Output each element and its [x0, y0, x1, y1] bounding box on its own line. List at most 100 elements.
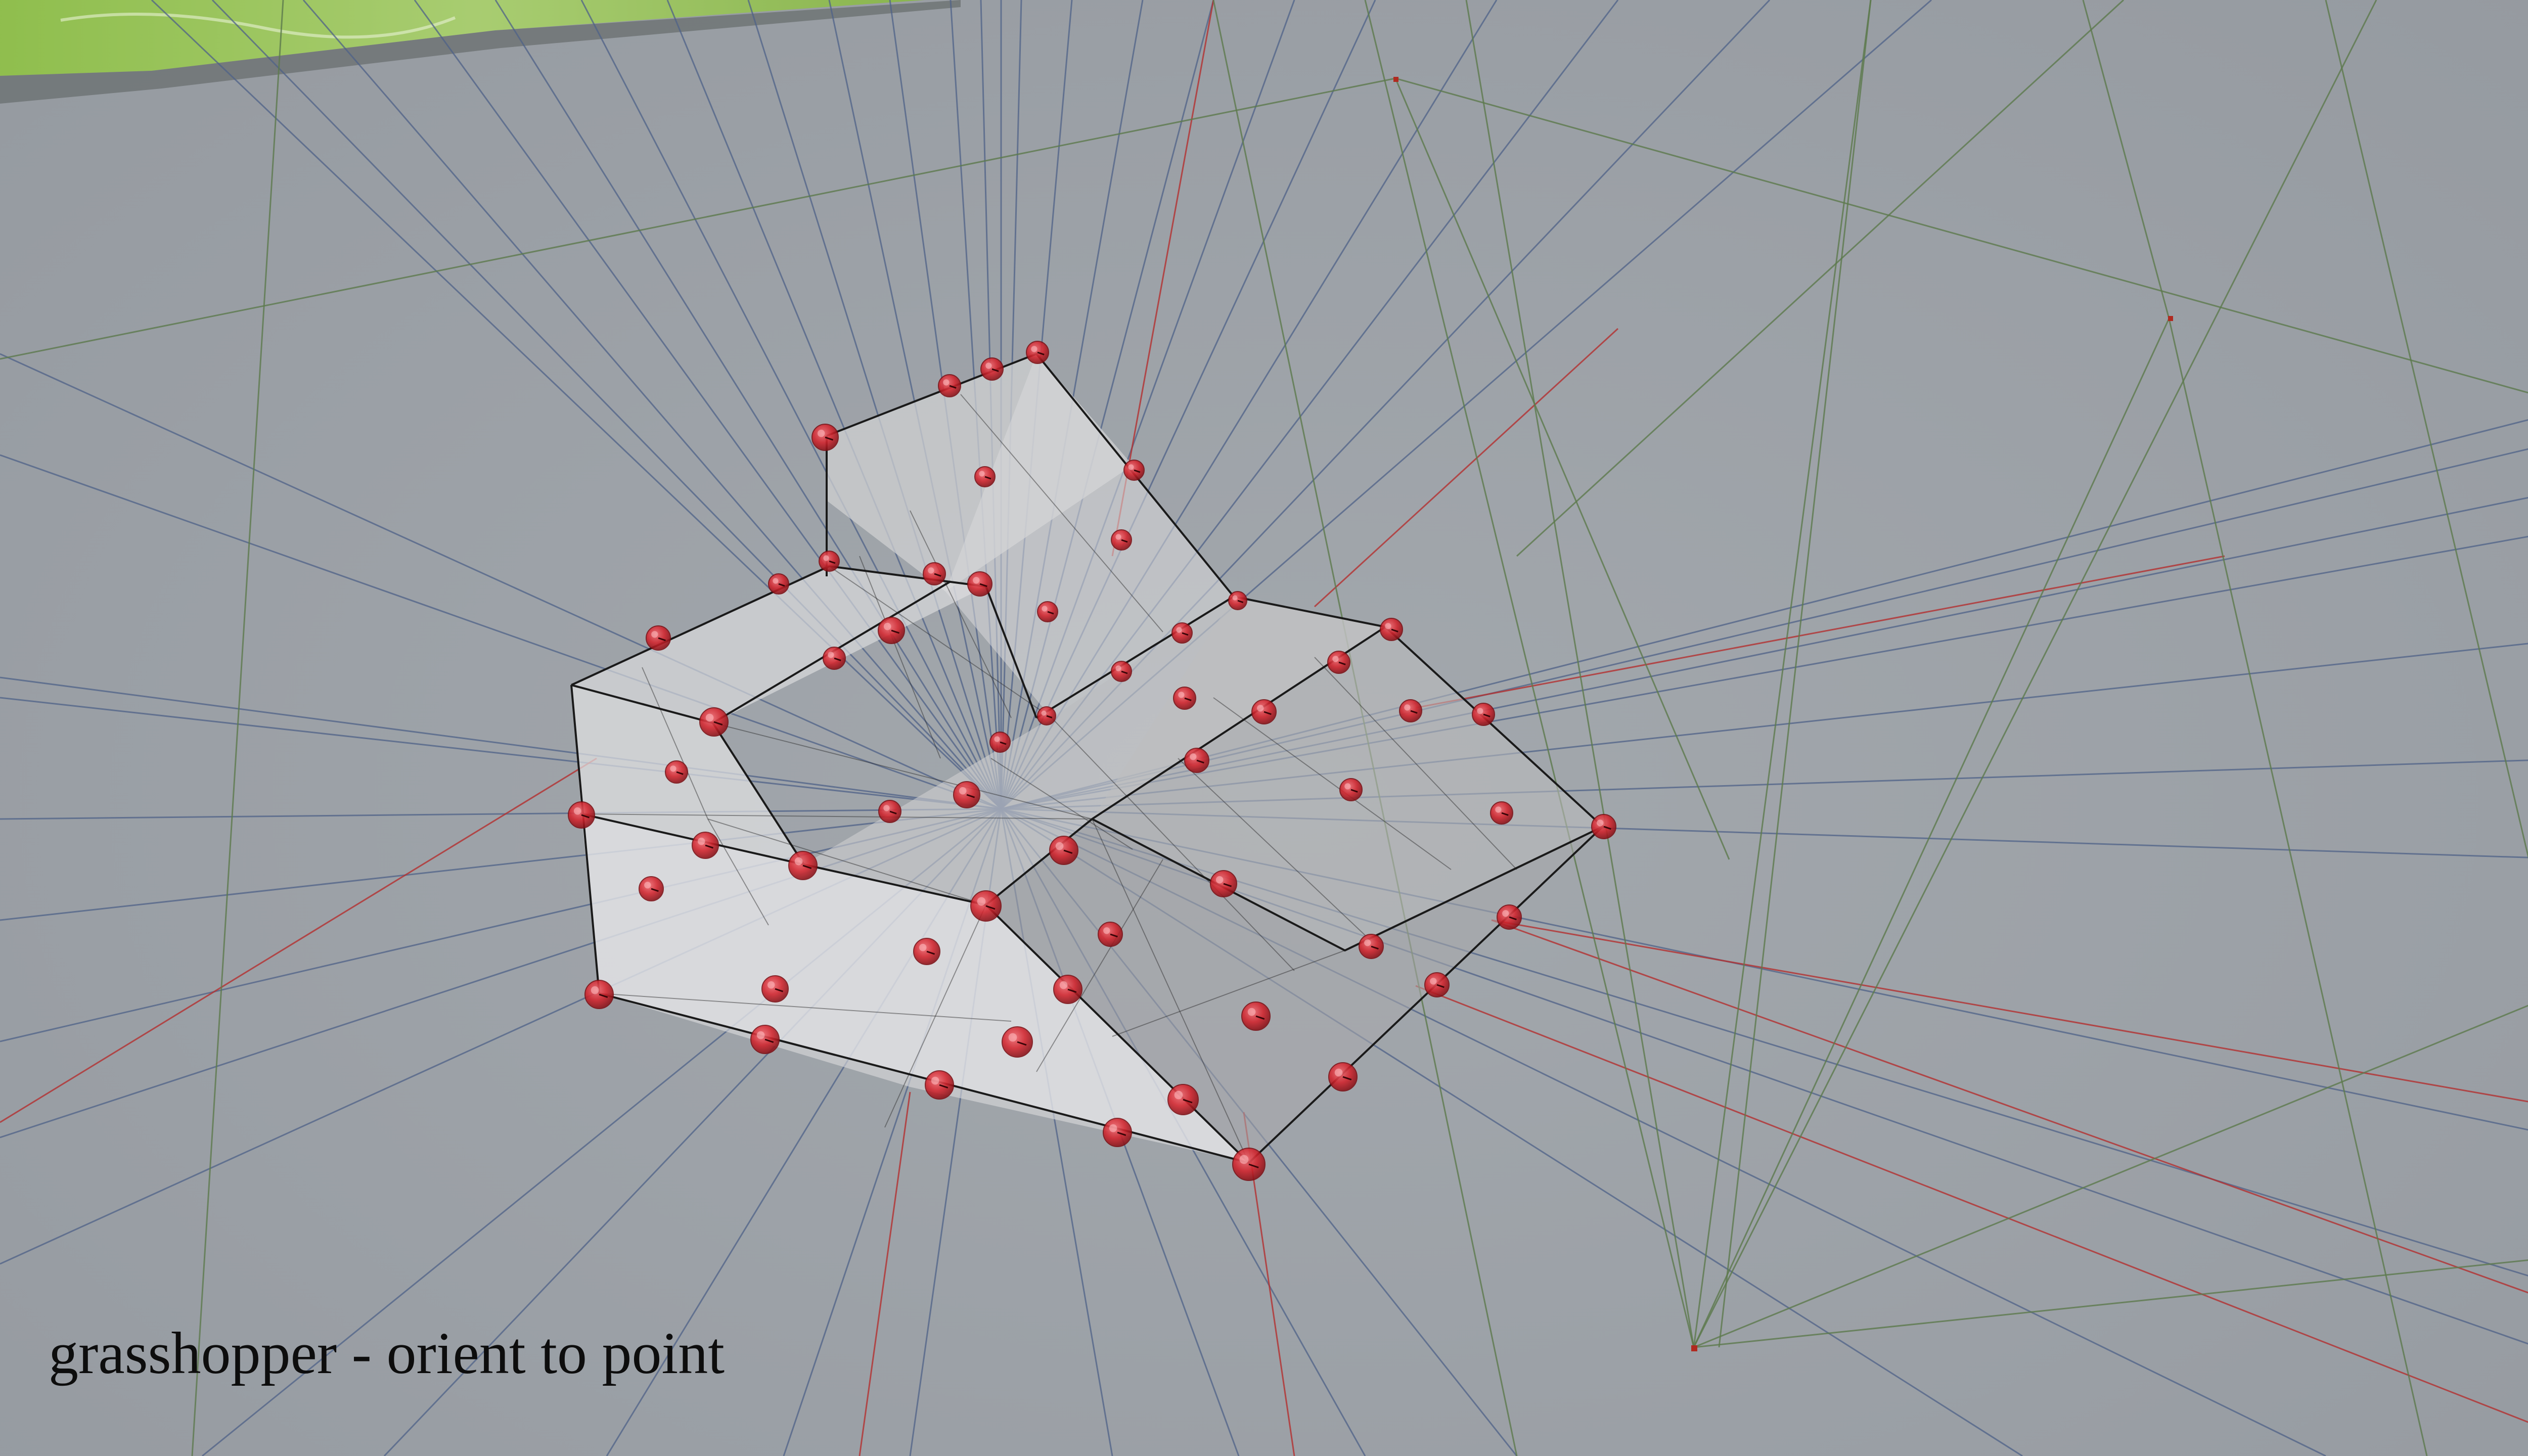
orient-point-marker[interactable]	[1053, 975, 1082, 1004]
orient-point-marker[interactable]	[1123, 460, 1145, 481]
mesh-wire	[1036, 859, 1163, 1072]
orientation-line	[151, 0, 1002, 810]
orient-point-marker[interactable]	[1339, 778, 1363, 801]
orient-point-marker[interactable]	[878, 800, 901, 823]
highlighted-line	[1415, 985, 2528, 1423]
orient-point-marker[interactable]	[1380, 618, 1403, 641]
anchor-points	[1393, 77, 2173, 1351]
orient-point-marker[interactable]	[639, 876, 664, 901]
orient-point-marker[interactable]	[1173, 687, 1196, 710]
mesh-wire	[1051, 717, 1295, 971]
orient-point-marker[interactable]	[788, 851, 818, 880]
orient-point-marker[interactable]	[1171, 622, 1193, 644]
highlighted-line	[1314, 328, 1619, 608]
orient-point-marker[interactable]	[1399, 699, 1422, 722]
mesh-wire	[1092, 818, 1249, 1163]
orient-point-marker[interactable]	[646, 625, 671, 651]
orient-point-marker[interactable]	[989, 732, 1011, 753]
caption-title: grasshopper - orient to point	[49, 1320, 725, 1386]
orient-point-marker[interactable]	[1228, 591, 1247, 610]
mesh-wire	[1112, 950, 1345, 1037]
construction-line	[1364, 0, 1695, 1348]
construction-line	[1693, 1005, 2528, 1348]
orient-point-marker[interactable]	[938, 374, 961, 397]
orient-point-marker[interactable]	[980, 357, 1004, 381]
orient-point-marker[interactable]	[878, 617, 905, 644]
anchor-point	[1691, 1345, 1697, 1351]
highlighted-line	[1415, 555, 2225, 709]
orient-point-marker[interactable]	[584, 980, 614, 1009]
mesh-wire	[707, 818, 986, 905]
orientation-line	[494, 0, 1002, 809]
orient-point-marker[interactable]	[692, 832, 719, 859]
highlighted-line	[1491, 919, 2528, 1103]
mesh-face	[581, 814, 1249, 1163]
orient-point-marker[interactable]	[923, 562, 946, 585]
orientation-line	[0, 676, 1002, 810]
orient-point-marker[interactable]	[1111, 661, 1132, 682]
orientation-line	[211, 0, 1002, 810]
orient-point-marker[interactable]	[1359, 934, 1384, 959]
orient-point-marker[interactable]	[1251, 699, 1277, 724]
orient-point-marker[interactable]	[1497, 904, 1522, 930]
orient-point-marker[interactable]	[768, 573, 789, 595]
orient-point-marker[interactable]	[819, 551, 840, 572]
construction-line	[0, 77, 1396, 360]
orient-point-marker[interactable]	[953, 781, 980, 808]
construction-line	[1693, 0, 2377, 1348]
orient-point-marker[interactable]	[1210, 870, 1237, 897]
mesh-wire	[642, 667, 708, 820]
mesh-wire	[1213, 697, 1452, 870]
mesh-wire	[910, 510, 1012, 718]
orient-point-marker[interactable]	[1591, 814, 1616, 839]
orient-point-marker[interactable]	[1167, 1084, 1199, 1115]
orient-point-marker[interactable]	[1241, 1002, 1271, 1031]
mesh-wire	[581, 813, 1093, 820]
orient-point-marker[interactable]	[925, 1070, 954, 1100]
construction-line	[1718, 0, 1872, 1348]
orient-point-marker[interactable]	[750, 1025, 780, 1054]
orient-point-marker[interactable]	[1026, 341, 1049, 364]
orient-point-marker[interactable]	[823, 647, 846, 670]
mesh-geometry[interactable]	[570, 353, 1604, 1164]
construction-line	[2168, 318, 2428, 1456]
orient-point-marker[interactable]	[665, 760, 688, 784]
orient-point-marker[interactable]	[1327, 651, 1350, 674]
orient-point-marker[interactable]	[1098, 922, 1123, 947]
mesh-face	[986, 819, 1603, 1163]
orient-point-marker[interactable]	[761, 975, 789, 1003]
mesh-wire	[990, 758, 1133, 850]
orient-points[interactable]	[568, 341, 1616, 1181]
orient-point-marker[interactable]	[1049, 836, 1078, 865]
orient-point-marker[interactable]	[1002, 1026, 1033, 1058]
orient-point-marker[interactable]	[1472, 703, 1495, 726]
construction-line	[2082, 0, 2170, 319]
orient-point-marker[interactable]	[1184, 748, 1209, 773]
orient-point-marker[interactable]	[568, 801, 595, 829]
orient-point-marker[interactable]	[967, 571, 992, 597]
orient-point-marker[interactable]	[970, 890, 1002, 922]
construction-line	[1465, 0, 1695, 1348]
orient-point-marker[interactable]	[1490, 801, 1513, 825]
orient-point-marker[interactable]	[913, 938, 940, 965]
orient-point-marker[interactable]	[1103, 1118, 1132, 1147]
orient-point-marker[interactable]	[1328, 1062, 1358, 1091]
orientation-line	[0, 454, 1002, 810]
orient-point-marker[interactable]	[699, 707, 729, 737]
construction-line	[1693, 1259, 2528, 1348]
orientation-line	[414, 0, 1002, 809]
mesh-edge	[1035, 596, 1235, 719]
mesh-wire	[859, 556, 941, 759]
orientation-line	[580, 0, 1002, 809]
orientation-line	[0, 808, 1002, 820]
orient-point-marker[interactable]	[811, 424, 839, 451]
orient-point-marker[interactable]	[1111, 529, 1132, 551]
orient-point-marker[interactable]	[1232, 1148, 1266, 1181]
orient-point-marker[interactable]	[974, 466, 996, 487]
orient-point-marker[interactable]	[1424, 972, 1450, 997]
orient-point-marker[interactable]	[1037, 601, 1058, 622]
orient-point-marker[interactable]	[1037, 706, 1056, 725]
orientation-line	[302, 0, 1002, 809]
